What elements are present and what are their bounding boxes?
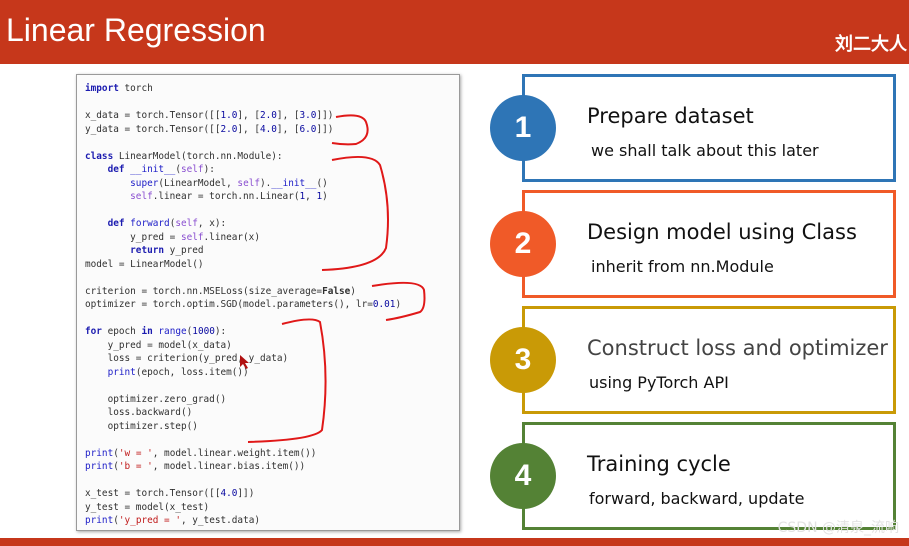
code-line-12: y_pred = self.linear(x)	[85, 231, 260, 243]
step-number-2: 2	[490, 211, 556, 277]
author-label: 刘二大人	[835, 34, 907, 55]
code-line-33: print('y_pred = ', y_test.data)	[85, 515, 261, 526]
step-card-3: Construct loss and optimizer using PyTor…	[522, 306, 896, 414]
step-title-2: Design model using Class	[587, 220, 857, 244]
code-line-28: print('w = ', model.linear.weight.item()…	[85, 447, 317, 459]
step-card-4: Training cycle forward, backward, update	[522, 422, 896, 530]
step-card-2: Design model using Class inherit from nn…	[522, 190, 896, 298]
watermark-text: CSDN @清泉_流响	[777, 520, 899, 536]
code-line-6: class LinearModel(torch.nn.Module):	[85, 150, 283, 162]
code-line-8: super(LinearModel, self).__init__()	[130, 177, 328, 189]
step-title-4: Training cycle	[587, 452, 731, 476]
code-line-17: optimizer = torch.optim.SGD(model.parame…	[85, 299, 402, 310]
code-line-14: model = LinearModel()	[85, 258, 204, 270]
title-bar: Linear Regression 刘二大人	[0, 0, 909, 64]
step-title-3: Construct loss and optimizer	[587, 336, 888, 360]
step-number-1: 1	[490, 95, 556, 161]
code-line-11: def forward(self, x):	[107, 218, 227, 229]
code-line-26: optimizer.step()	[85, 420, 198, 432]
slide-title: Linear Regression	[6, 12, 266, 48]
code-panel: import torch x_data = torch.Tensor([[1.0…	[76, 74, 460, 531]
step-subtitle-2: inherit from nn.Module	[591, 257, 774, 276]
step-subtitle-3: using PyTorch API	[589, 373, 729, 392]
code-line-24: optimizer.zero_grad()	[85, 393, 227, 405]
code-line-3: x_data = torch.Tensor([[1.0], [2.0], [3.…	[85, 110, 334, 121]
step-card-1: Prepare dataset we shall talk about this…	[522, 74, 896, 182]
code-line-31: x_test = torch.Tensor([[4.0]])	[85, 488, 255, 499]
code-line-21: loss = criterion(y_pred, y_data)	[85, 353, 289, 364]
step-title-1: Prepare dataset	[587, 104, 754, 128]
code-line-9: self.linear = torch.nn.Linear(1, 1)	[130, 191, 328, 202]
code-line-20: y_pred = model(x_data)	[85, 339, 232, 351]
code-line-19: for epoch in range(1000):	[85, 326, 227, 337]
code-line-32: y_test = model(x_test)	[85, 501, 210, 513]
code-line-13: return y_pred	[130, 245, 204, 256]
step-subtitle-4: forward, backward, update	[589, 489, 805, 508]
code-line-16: criterion = torch.nn.MSELoss(size_averag…	[85, 285, 356, 297]
step-number-4: 4	[490, 443, 556, 509]
code-line-22: print(epoch, loss.item())	[107, 366, 249, 378]
code-line-29: print('b = ', model.linear.bias.item())	[85, 461, 306, 472]
code-line-4: y_data = torch.Tensor([[2.0], [4.0], [6.…	[85, 123, 334, 135]
code-line-1: import torch	[85, 83, 153, 94]
code-block: import torch x_data = torch.Tensor([[1.0…	[85, 82, 401, 528]
code-line-7: def __init__(self):	[107, 164, 215, 175]
step-number-3: 3	[490, 327, 556, 393]
code-line-25: loss.backward()	[85, 407, 193, 418]
step-subtitle-1: we shall talk about this later	[591, 141, 819, 160]
bottom-bar	[0, 538, 909, 546]
